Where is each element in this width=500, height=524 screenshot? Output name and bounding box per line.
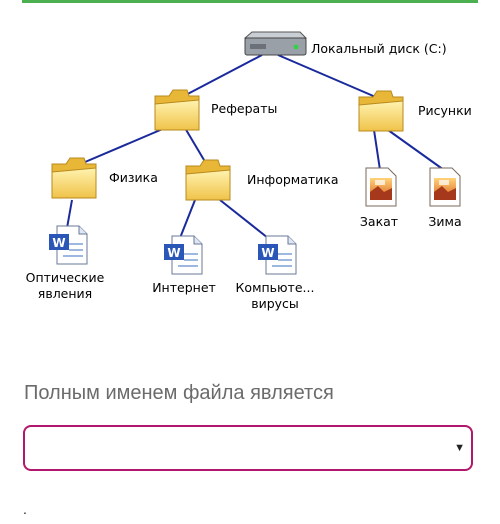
folder-icon[interactable] xyxy=(154,89,200,131)
file-label-kompyuter-line2: вирусы xyxy=(251,296,299,311)
svg-text:W: W xyxy=(261,246,274,260)
folder-label-fizika: Физика xyxy=(109,170,158,185)
folder-label-referaty: Рефераты xyxy=(211,101,278,116)
folder-icon[interactable] xyxy=(51,157,97,199)
svg-text:W: W xyxy=(167,246,180,260)
image-file-icon[interactable] xyxy=(429,167,461,207)
hard-drive-icon[interactable] xyxy=(243,31,308,56)
word-document-icon[interactable]: W xyxy=(49,225,88,265)
folder-label-informatika: Информатика xyxy=(247,172,339,187)
file-tree-diagram: W W W xyxy=(49,31,461,275)
question-text: Полным именем файла является xyxy=(24,382,334,404)
folder-icon[interactable] xyxy=(185,159,231,201)
file-label-zakat: Закат xyxy=(359,214,399,229)
svg-text:W: W xyxy=(52,236,65,250)
file-label-opticheskie-line1: Оптические xyxy=(25,270,105,285)
tree-lines xyxy=(66,54,445,239)
word-document-icon[interactable]: W xyxy=(164,235,203,275)
file-label-zima: Зима xyxy=(428,214,462,229)
word-document-icon[interactable]: W xyxy=(258,235,297,275)
image-file-icon[interactable] xyxy=(365,167,397,207)
file-label-opticheskie-line2: явления xyxy=(37,286,93,301)
answer-select[interactable]: ▼ xyxy=(23,425,473,471)
dropdown-arrow-icon[interactable]: ▼ xyxy=(454,442,465,454)
top-accent-bar xyxy=(22,0,478,3)
file-label-kompyuter-line1: Компьюте... xyxy=(235,280,315,295)
folder-icon[interactable] xyxy=(358,90,404,132)
folder-label-risunki: Рисунки xyxy=(418,103,472,118)
footer-dot: . xyxy=(23,501,27,517)
file-label-internet: Интернет xyxy=(152,280,216,295)
drive-label: Локальный диск (C:) xyxy=(311,41,447,56)
